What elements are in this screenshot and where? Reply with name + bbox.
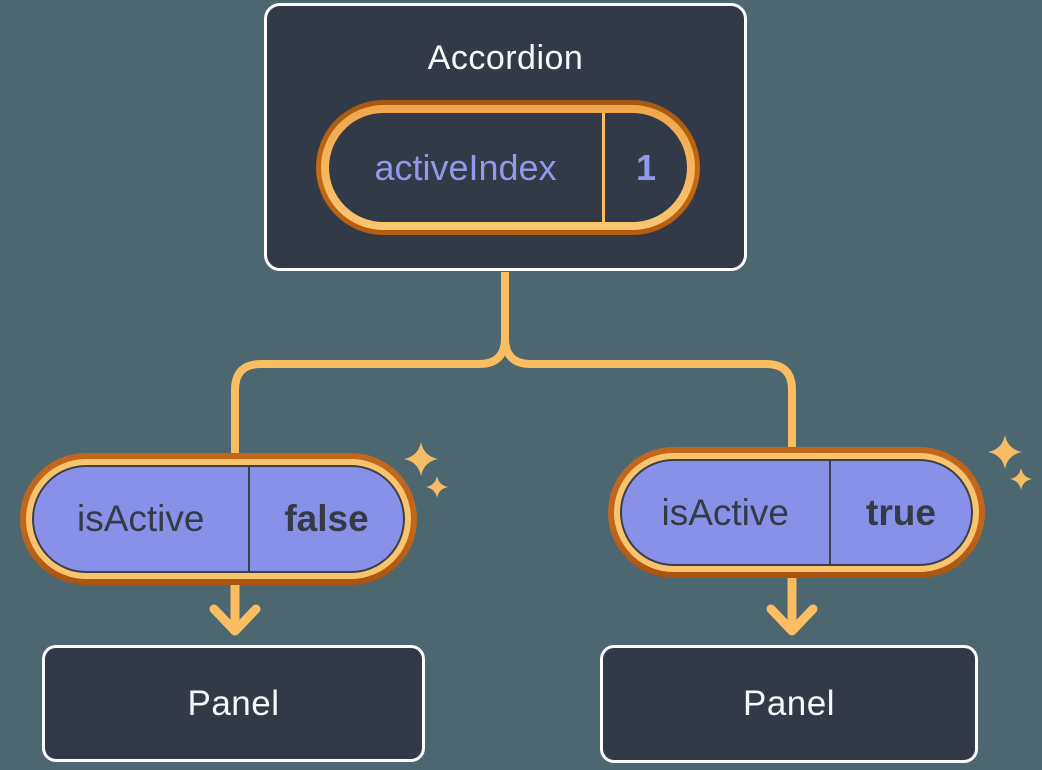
prop-pill-body: isActive true bbox=[620, 459, 973, 566]
sparkle-icon bbox=[988, 435, 1032, 490]
branch-right-connector bbox=[501, 272, 796, 456]
state-pill-body: activeIndex 1 bbox=[329, 113, 687, 222]
state-pill-ring: activeIndex 1 bbox=[321, 105, 695, 230]
accordion-node: Accordion activeIndex 1 bbox=[264, 3, 747, 271]
branch-left-connector bbox=[231, 272, 509, 462]
prop-name: isActive bbox=[661, 491, 789, 533]
pill-divider bbox=[602, 113, 605, 222]
prop-pill-ring: isActive false bbox=[26, 459, 411, 579]
panel-node-left: Panel bbox=[42, 645, 425, 762]
panel-node-right: Panel bbox=[600, 645, 978, 763]
accordion-title: Accordion bbox=[427, 39, 584, 77]
prop-value: true bbox=[866, 491, 936, 533]
prop-pill-left: isActive false bbox=[20, 453, 417, 585]
state-name: activeIndex bbox=[374, 146, 557, 188]
prop-name: isActive bbox=[77, 498, 205, 539]
down-arrow-icon bbox=[209, 578, 261, 636]
state-pill: activeIndex 1 bbox=[316, 100, 700, 235]
prop-pill-right: isActive true bbox=[608, 447, 985, 578]
pill-divider bbox=[828, 461, 831, 564]
state-value: 1 bbox=[635, 146, 657, 188]
prop-value: false bbox=[284, 498, 369, 539]
prop-pill-ring: isActive true bbox=[614, 453, 979, 572]
pill-divider bbox=[247, 467, 250, 571]
prop-pill-body: isActive false bbox=[32, 465, 405, 573]
down-arrow-icon bbox=[766, 572, 818, 636]
sparkle-icon bbox=[404, 442, 448, 498]
